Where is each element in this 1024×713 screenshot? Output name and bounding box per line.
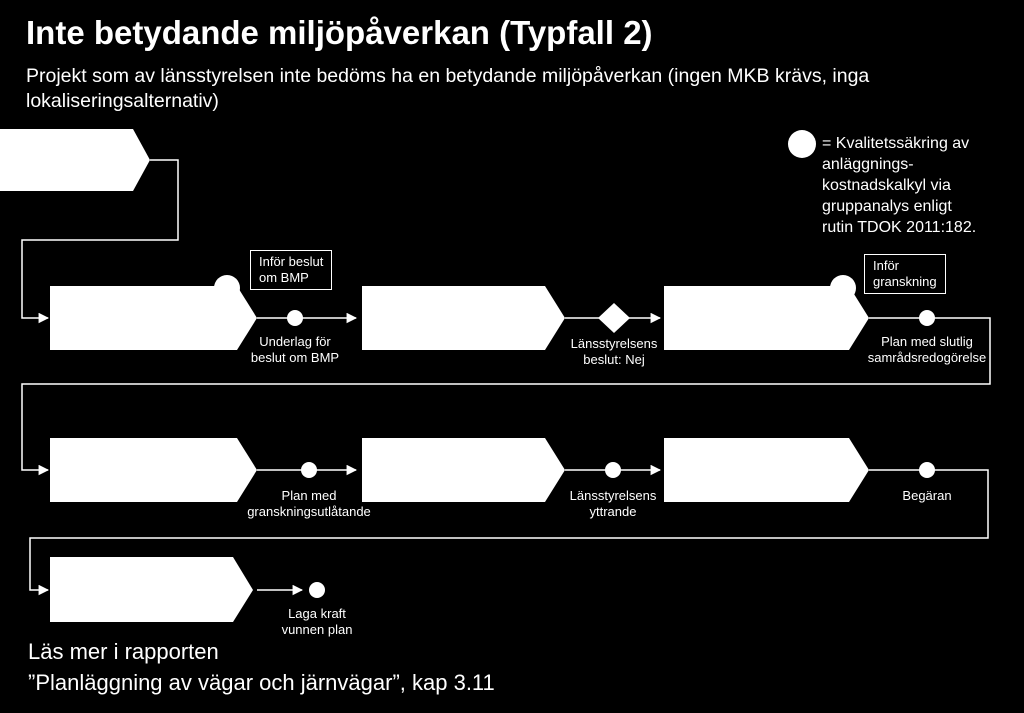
decision-diamond <box>598 303 630 333</box>
process-step-3 <box>664 286 869 350</box>
milestone-label-plan-samrad: Plan med slutlig samrådsredogörelse <box>867 334 987 365</box>
milestone-label-laga-kraft: Laga kraft vunnen plan <box>281 606 353 637</box>
milestone-label-lansstyrelsens-beslut: Länsstyrelsens beslut: Nej <box>570 336 658 367</box>
connector-start <box>21 159 179 324</box>
process-step-1 <box>50 286 257 350</box>
note-infor-beslut: Inför beslut om BMP <box>250 250 333 290</box>
process-step-4 <box>50 438 257 502</box>
note-infor-granskning: Inför granskning <box>864 254 946 294</box>
footer-reference: Läs mer i rapporten ”Planläggning av väg… <box>28 639 495 695</box>
process-step-7 <box>50 557 253 622</box>
process-step-5 <box>362 438 565 502</box>
process-step-2 <box>362 286 565 350</box>
milestone-label-plan-granskning: Plan med granskningsutlåtande <box>247 488 371 519</box>
milestone-label-underlag: Underlag för beslut om BMP <box>250 334 340 365</box>
milestone-label-begaran: Begäran <box>902 488 952 503</box>
milestone-dot-laga-kraft <box>309 582 325 598</box>
legend-circle-icon <box>788 130 816 158</box>
process-step-start <box>0 129 150 191</box>
qa-circle-step-3 <box>830 275 856 301</box>
milestone-label-lansstyrelsens-yttrande: Länsstyrelsens yttrande <box>569 488 657 519</box>
milestone-dot-plan-samrad <box>919 310 935 326</box>
milestone-dot-yttrande <box>605 462 621 478</box>
page-title: Inte betydande miljöpåverkan (Typfall 2) <box>26 14 653 51</box>
process-step-6 <box>664 438 869 502</box>
milestone-dot-begaran <box>919 462 935 478</box>
connector-row1-row2 <box>21 317 991 476</box>
milestone-dot-plan-granskning <box>301 462 317 478</box>
connector-row2-row3 <box>29 469 989 596</box>
legend-text: = Kvalitetssäkring av anläggnings- kostn… <box>822 135 977 236</box>
qa-circle-step-1 <box>214 275 240 301</box>
page-subtitle: Projekt som av länsstyrelsen inte bedöms… <box>26 65 870 112</box>
milestone-dot-underlag <box>287 310 303 326</box>
